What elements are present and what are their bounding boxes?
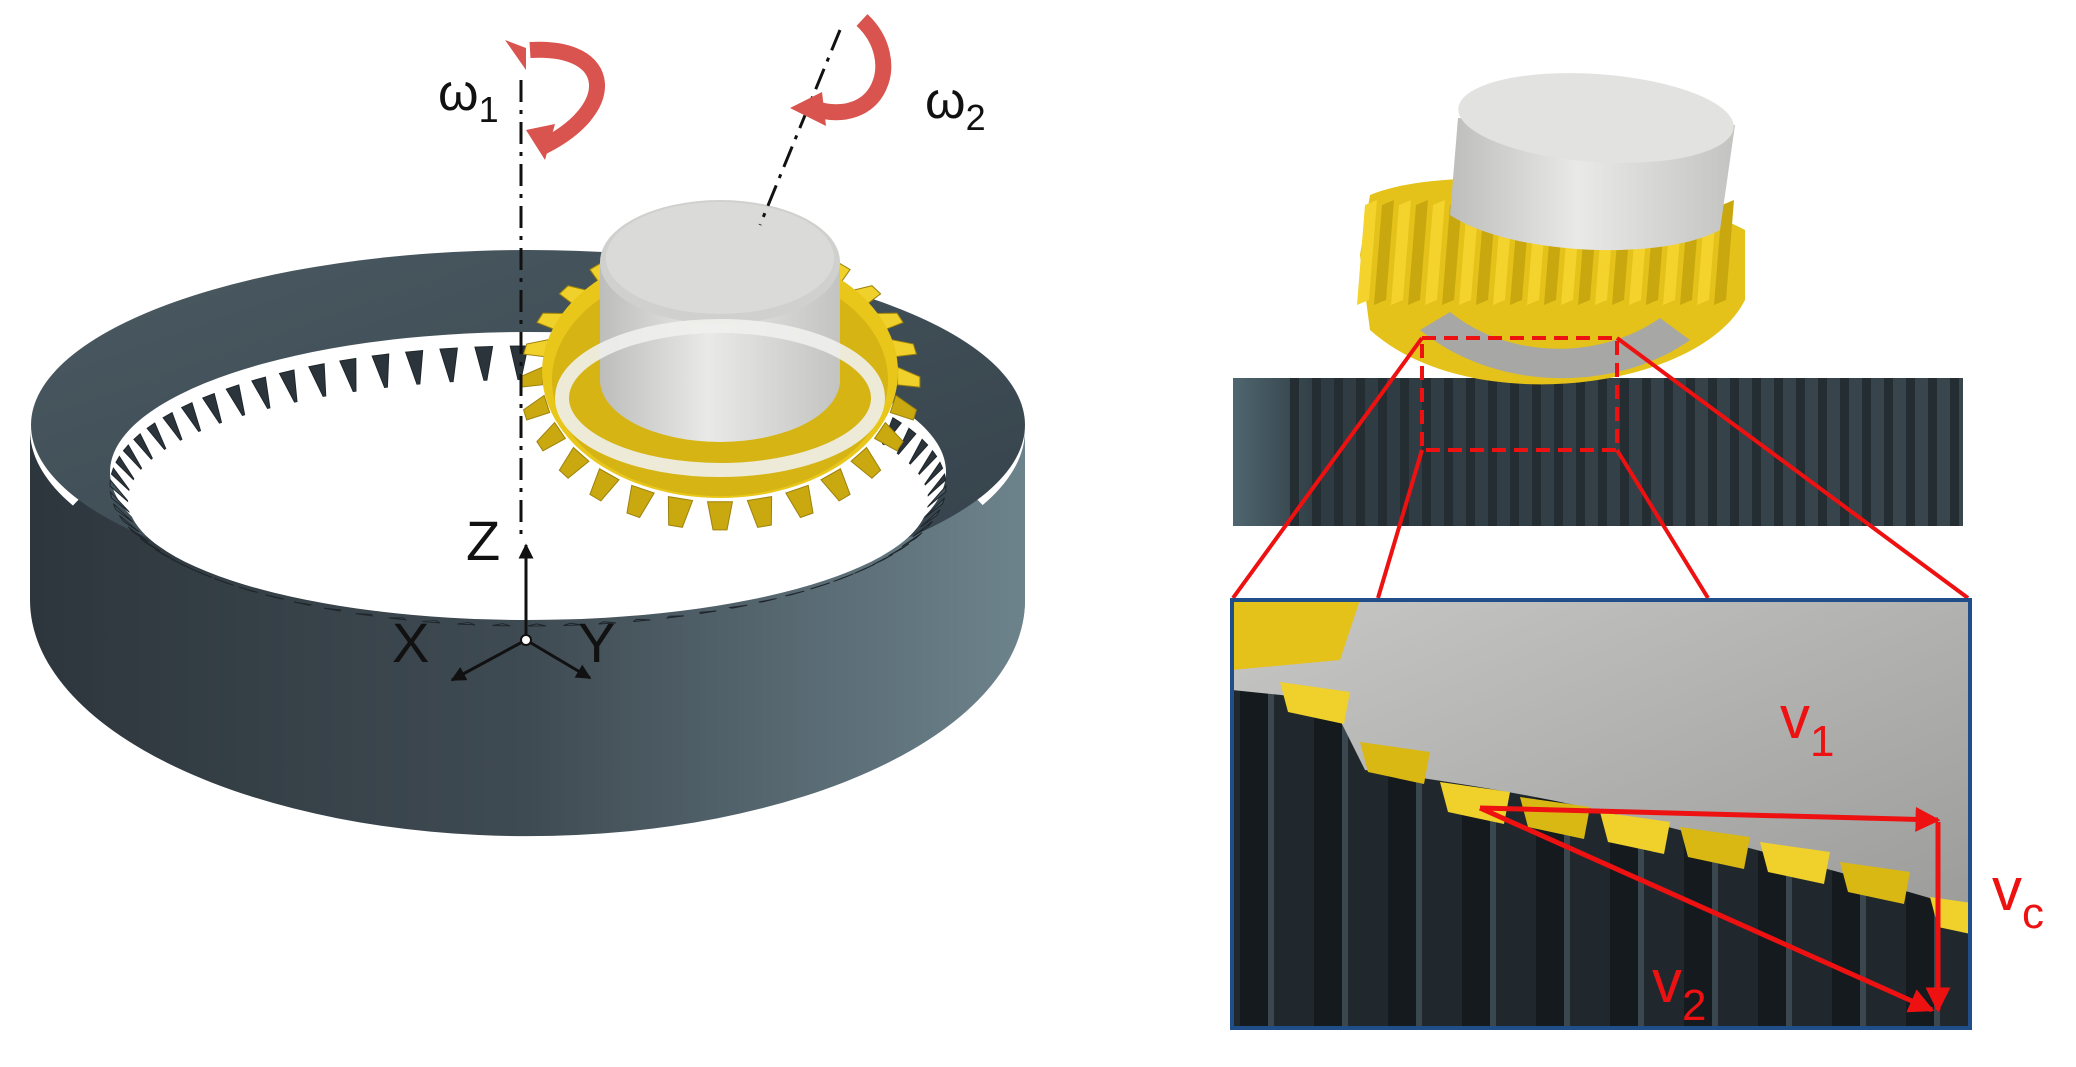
omega2-label: ω2 — [925, 72, 986, 138]
inset-frame — [1230, 598, 1972, 1030]
ring-gear-side-view — [1233, 378, 1963, 526]
zoom-inset — [1232, 600, 1970, 1028]
shaft — [555, 200, 885, 477]
v1-vector — [1479, 805, 1941, 832]
velocity-vectors — [1478, 805, 1951, 1013]
zoom-callout-lines — [1231, 336, 1970, 600]
vc-label: vc — [1992, 856, 2044, 938]
xyz-triad-icon — [450, 543, 592, 682]
v1-label: v1 — [1780, 684, 1834, 766]
curved-rotation-arrow-icon — [505, 40, 605, 160]
axis-line-omega2 — [758, 29, 842, 226]
axis-z-label: Z — [466, 509, 500, 572]
shaft-side-view — [1450, 73, 1735, 251]
v2-label: v2 — [1652, 948, 1706, 1030]
zoom-region-box — [1420, 336, 1619, 452]
axis-x-label: X — [392, 611, 429, 674]
v2-vector — [1478, 805, 1935, 1013]
omega1-label: ω1 — [438, 64, 499, 130]
axis-y-label: Y — [578, 611, 615, 674]
curved-rotation-arrow-icon — [790, 14, 892, 126]
